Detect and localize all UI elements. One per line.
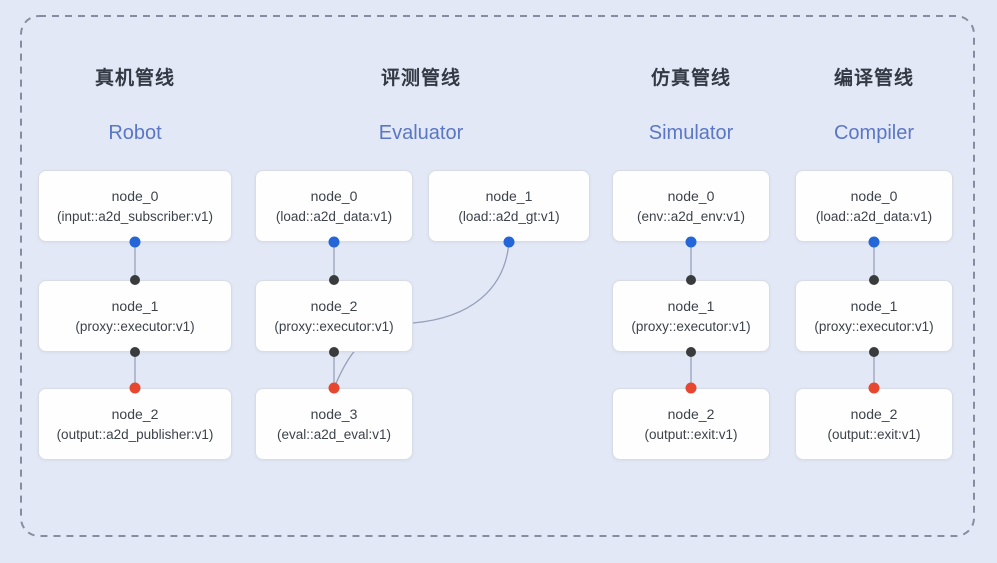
compiler-node-0: node_0 (load::a2d_data:v1) (795, 170, 953, 242)
evaluator-node-3: node_3 (eval::a2d_eval:v1) (255, 388, 413, 460)
node-type: (eval::a2d_eval:v1) (276, 426, 392, 442)
input-port-dot (129, 382, 141, 394)
pipeline-title-zh-evaluator: 评测管线 (380, 68, 462, 89)
node-type: (output::a2d_publisher:v1) (56, 426, 214, 442)
output-port-dot (686, 347, 696, 357)
pipeline-title-zh-compiler: 编译管线 (833, 68, 915, 89)
node-name: node_2 (310, 297, 358, 314)
pipeline-title-en-compiler: Compiler (833, 122, 915, 144)
node-type: (proxy::executor:v1) (631, 318, 751, 334)
input-port-dot (329, 275, 339, 285)
node-type: (input::a2d_subscriber:v1) (56, 208, 214, 224)
simulator-node-1: node_1 (proxy::executor:v1) (612, 280, 770, 352)
pipeline-title-en-evaluator: Evaluator (378, 122, 464, 144)
node-name: node_1 (667, 297, 715, 314)
pipeline-title-zh-robot: 真机管线 (94, 68, 176, 89)
cross-connection-curve (333, 241, 510, 389)
evaluator-node-1: node_1 (load::a2d_gt:v1) (428, 170, 590, 242)
node-name: node_1 (850, 297, 898, 314)
simulator-node-2: node_2 (output::exit:v1) (612, 388, 770, 460)
node-type: (load::a2d_gt:v1) (458, 208, 560, 224)
evaluator-node-2: node_2 (proxy::executor:v1) (255, 280, 413, 352)
output-port-dot (869, 347, 879, 357)
input-port-dot (328, 382, 340, 394)
input-port-dot (686, 275, 696, 285)
node-type: (env::a2d_env:v1) (636, 208, 746, 224)
node-name: node_1 (485, 187, 533, 204)
dashed-border-frame (20, 15, 975, 537)
node-type: (proxy::executor:v1) (814, 318, 934, 334)
node-type: (load::a2d_data:v1) (275, 208, 393, 224)
output-port-dot (328, 236, 340, 248)
output-port-dot (129, 236, 141, 248)
robot-node-1: node_1 (proxy::executor:v1) (38, 280, 232, 352)
robot-node-2: node_2 (output::a2d_publisher:v1) (38, 388, 232, 460)
simulator-node-0: node_0 (env::a2d_env:v1) (612, 170, 770, 242)
input-port-dot (869, 275, 879, 285)
node-type: (output::exit:v1) (827, 426, 921, 442)
input-port-dot (868, 382, 880, 394)
node-type: (load::a2d_data:v1) (815, 208, 933, 224)
output-port-dot (503, 236, 515, 248)
node-name: node_0 (850, 187, 898, 204)
node-name: node_2 (850, 405, 898, 422)
output-port-dot (329, 347, 339, 357)
output-port-dot (868, 236, 880, 248)
node-name: node_0 (310, 187, 358, 204)
pipeline-title-en-robot: Robot (108, 122, 162, 144)
pipeline-title-en-simulator: Simulator (648, 122, 734, 144)
pipeline-title-zh-simulator: 仿真管线 (650, 68, 732, 89)
input-port-dot (130, 275, 140, 285)
evaluator-node-0: node_0 (load::a2d_data:v1) (255, 170, 413, 242)
node-name: node_3 (310, 405, 358, 422)
node-type: (output::exit:v1) (644, 426, 738, 442)
compiler-node-1: node_1 (proxy::executor:v1) (795, 280, 953, 352)
compiler-node-2: node_2 (output::exit:v1) (795, 388, 953, 460)
node-name: node_2 (667, 405, 715, 422)
robot-node-0: node_0 (input::a2d_subscriber:v1) (38, 170, 232, 242)
node-type: (proxy::executor:v1) (274, 318, 394, 334)
output-port-dot (130, 347, 140, 357)
input-port-dot (685, 382, 697, 394)
node-name: node_1 (111, 297, 159, 314)
node-name: node_2 (111, 405, 159, 422)
output-port-dot (685, 236, 697, 248)
node-name: node_0 (667, 187, 715, 204)
node-type: (proxy::executor:v1) (75, 318, 195, 334)
node-name: node_0 (111, 187, 159, 204)
